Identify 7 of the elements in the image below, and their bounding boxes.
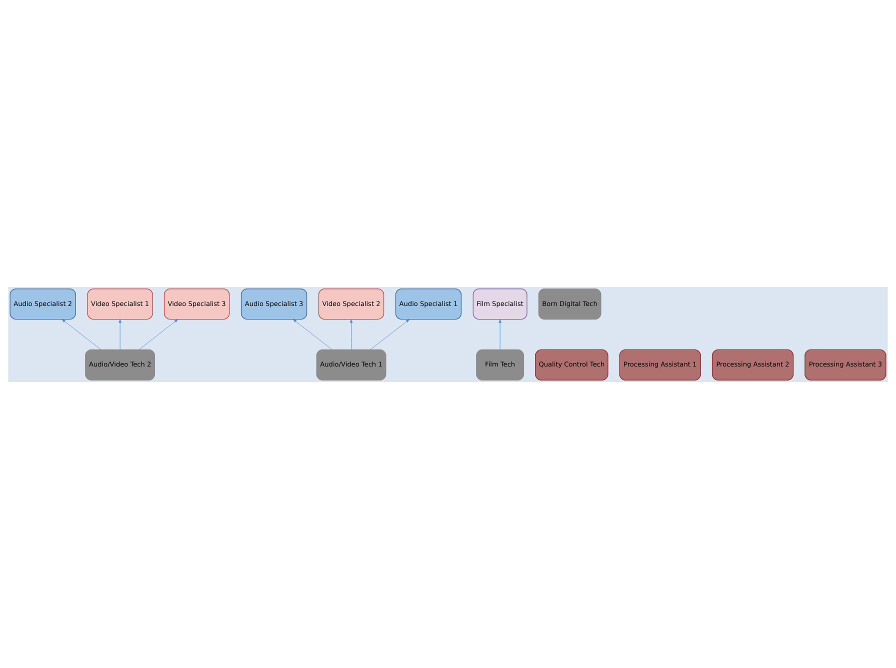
arrow bbox=[498, 318, 502, 350]
arrow bbox=[62, 318, 102, 350]
arrow bbox=[350, 318, 353, 350]
arrow bbox=[118, 318, 122, 350]
arrow bbox=[370, 318, 410, 350]
arrow bbox=[292, 318, 332, 350]
arrow bbox=[138, 318, 178, 350]
